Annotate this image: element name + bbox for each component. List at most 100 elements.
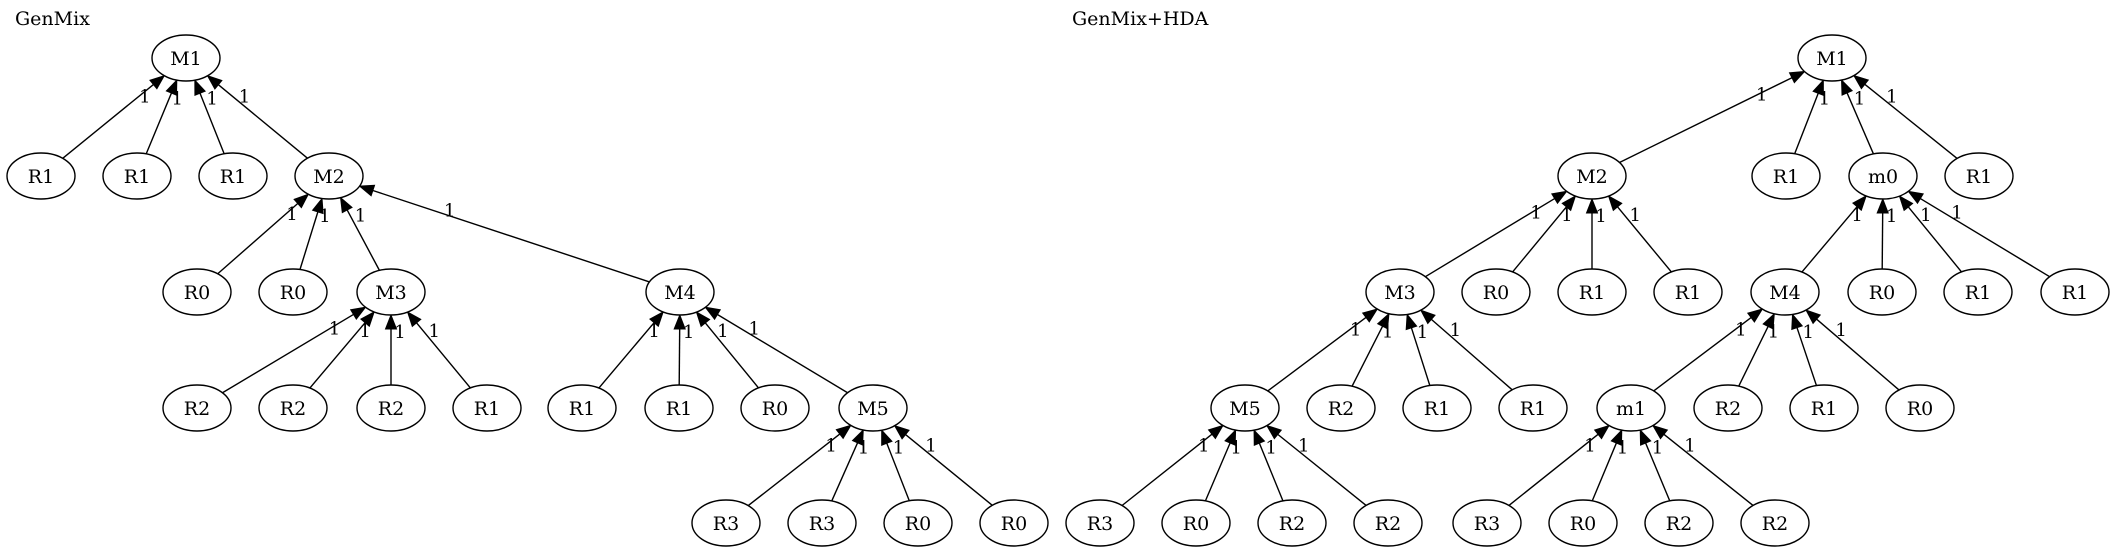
node-label: M5 (1229, 398, 1261, 420)
edge: 1 (1804, 309, 1900, 391)
node-label: m0 (1868, 166, 1898, 188)
tree-node: R1 (1653, 268, 1723, 316)
arrowhead-icon (1746, 308, 1764, 323)
tree-node: R0 (1548, 499, 1618, 547)
edge-label: 1 (1735, 320, 1746, 341)
node-label: R1 (28, 166, 54, 188)
edge-line (1204, 442, 1231, 502)
node-label: R1 (124, 166, 150, 188)
edge: 1 (1791, 313, 1818, 386)
edge-label: 1 (858, 437, 869, 458)
tree-node: R0 (258, 268, 328, 316)
edge-line (1267, 316, 1367, 392)
edge-line (1512, 206, 1568, 273)
edge-label: 1 (1617, 437, 1628, 458)
edge: 1 (1121, 424, 1225, 507)
edge: 1 (704, 306, 848, 394)
node-label: M2 (313, 166, 345, 188)
edge: 1 (358, 184, 650, 283)
tree-node: R2 (1306, 384, 1376, 432)
edge-label: 1 (683, 322, 694, 343)
node-ellipse (151, 34, 221, 82)
edge-line (1616, 206, 1672, 273)
edge-label: 1 (1629, 205, 1640, 226)
tree-node: M2 (294, 152, 364, 200)
edge-label: 1 (1450, 320, 1461, 341)
node-ellipse (1402, 384, 1472, 432)
edge-line (1796, 327, 1818, 386)
edge: 1 (406, 311, 471, 389)
node-label: M3 (375, 282, 407, 304)
node-ellipse (356, 268, 426, 316)
edge-label: 1 (355, 205, 366, 226)
arrowhead-icon (1876, 197, 1889, 214)
node-ellipse (198, 152, 268, 200)
edge: 1 (673, 313, 694, 386)
edge-label: 1 (1886, 206, 1897, 227)
node-label: M3 (1384, 282, 1416, 304)
tree-node: m1 (1596, 384, 1666, 432)
edge-line (1258, 442, 1284, 502)
edge: 1 (1512, 195, 1577, 273)
node-label: R2 (280, 398, 306, 420)
node-ellipse (1365, 268, 1435, 316)
node-ellipse (1797, 34, 1867, 82)
edge: 1 (695, 311, 760, 389)
edge: 1 (1898, 195, 1963, 273)
edge-label: 1 (825, 435, 836, 456)
node-ellipse (1353, 499, 1423, 547)
node-ellipse (644, 384, 714, 432)
edge: 1 (1653, 308, 1764, 392)
tree-node: R0 (883, 499, 953, 547)
node-ellipse (1452, 499, 1522, 547)
edge-line (1424, 197, 1556, 278)
node-label: R1 (474, 398, 500, 420)
node-ellipse (740, 384, 810, 432)
arrowhead-icon (695, 311, 711, 328)
arrowhead-icon (165, 78, 178, 96)
tree-node: R0 (740, 384, 810, 432)
edge-line (1663, 433, 1754, 506)
edge-line (1508, 433, 1599, 506)
tree-node: M4 (1750, 268, 1820, 316)
tree-node: R2 (258, 384, 328, 432)
edge-label: 1 (1886, 86, 1897, 107)
node-label: M5 (857, 398, 889, 420)
arrowhead-icon (704, 306, 722, 321)
arrowhead-icon (358, 184, 376, 197)
edge: 1 (309, 310, 376, 389)
edge-label: 1 (1951, 203, 1962, 224)
tree-node: R1 (6, 152, 76, 200)
tree-node: R2 (162, 384, 232, 432)
edge: 1 (206, 74, 308, 159)
edge-line (1644, 442, 1671, 502)
edge: 1 (384, 313, 406, 385)
node-label: m1 (1616, 398, 1646, 420)
edge-label: 1 (925, 435, 936, 456)
edge: 1 (62, 74, 166, 159)
edge-label: 1 (1350, 319, 1361, 340)
edge-label: 1 (1595, 206, 1606, 227)
arrowhead-icon (1791, 313, 1804, 331)
node-label: R0 (762, 398, 788, 420)
node-ellipse (1498, 384, 1568, 432)
edge-label: 1 (359, 321, 370, 342)
edge-label: 1 (1851, 205, 1862, 226)
edge-label: 1 (319, 206, 330, 227)
edge: 1 (598, 310, 665, 389)
node-label: R0 (1483, 282, 1509, 304)
tree-node: R3 (1065, 499, 1135, 547)
edge-label: 1 (1298, 435, 1309, 456)
node-label: R3 (1087, 513, 1113, 535)
edge-line (747, 433, 841, 507)
edge: 1 (299, 197, 331, 270)
arrowhead-icon (194, 78, 207, 96)
node-ellipse (547, 384, 617, 432)
edge-label: 1 (444, 200, 455, 221)
node-label: R1 (220, 166, 246, 188)
tree-node: M5 (1210, 384, 1280, 432)
node-label: R0 (280, 282, 306, 304)
node-label: R2 (1375, 513, 1401, 535)
edge: 1 (194, 78, 225, 155)
